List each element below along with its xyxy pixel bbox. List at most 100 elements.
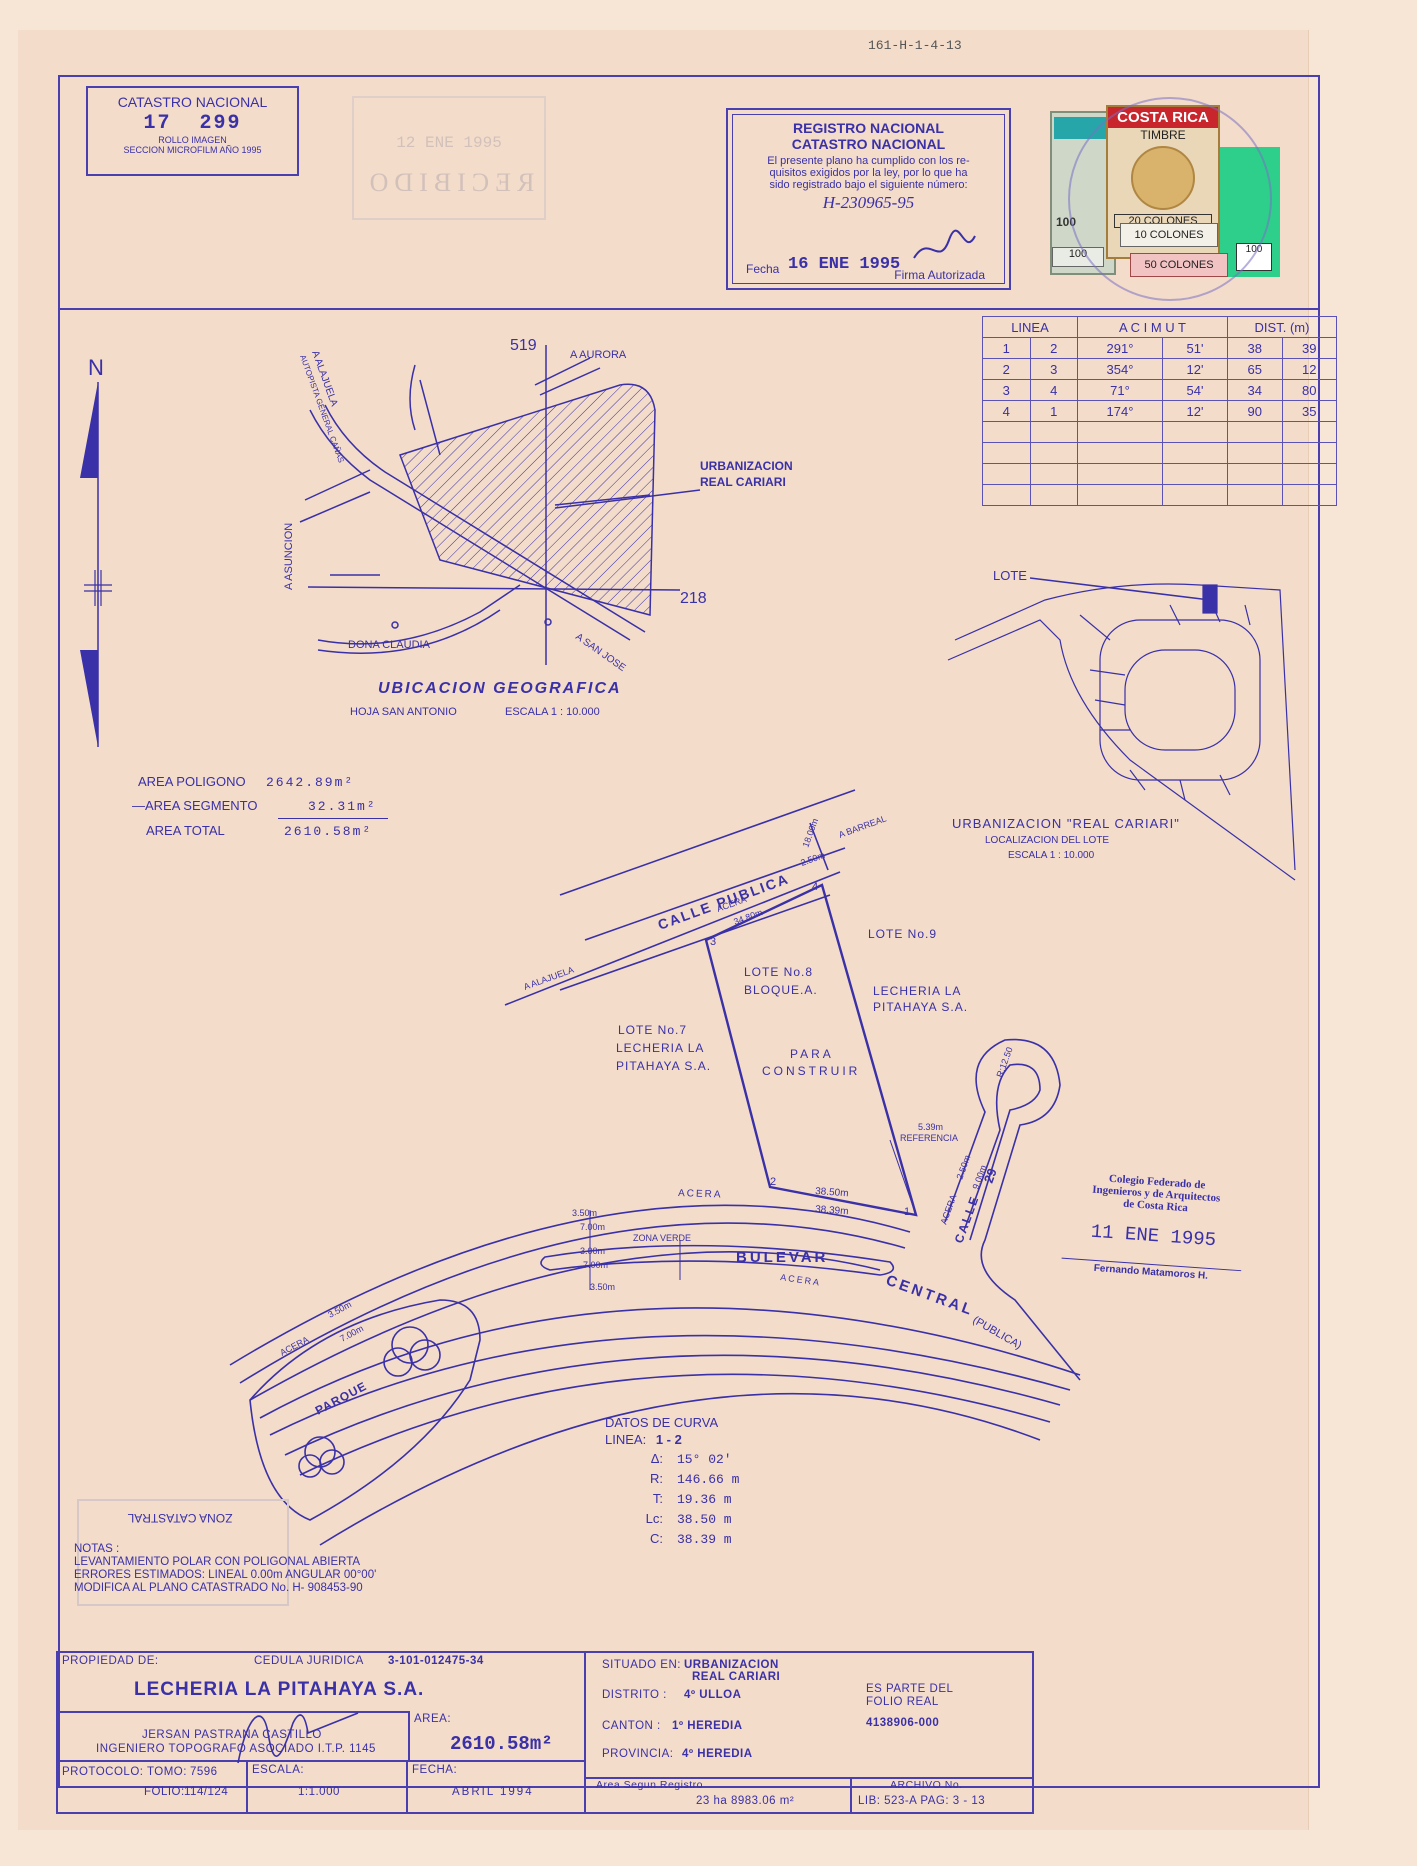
registro-fecha-label: Fecha xyxy=(746,262,780,276)
faded-zona-stamp xyxy=(77,1499,289,1606)
tb-owner: LECHERIA LA PITAHAYA S.A. xyxy=(134,1679,425,1700)
tb-archivo-label: ARCHIVO No. xyxy=(890,1779,963,1791)
w350-bottom: 3.50m xyxy=(590,1282,615,1292)
registro-body3: sido registrado bajo el siguiente número… xyxy=(769,179,968,191)
publica-label: (PUBLICA) xyxy=(971,1314,1024,1352)
w350-parque: 3.50m xyxy=(326,1299,353,1320)
course-row xyxy=(982,463,1337,485)
signature-scribble xyxy=(913,229,976,259)
notas-line3: MODIFICA AL PLANO CATASTRADO No. H- 9084… xyxy=(74,1582,363,1594)
curva-row: R:146.66 m xyxy=(633,1469,739,1489)
tb-cedula-label: CEDULA JURIDICA xyxy=(254,1655,364,1667)
central-label: CENTRAL xyxy=(884,1272,977,1320)
course-cell: 51' xyxy=(1162,337,1228,359)
tb-cedula-value: 3-101-012475-34 xyxy=(388,1655,484,1667)
catastro-number: 17 299 xyxy=(88,112,297,135)
course-cell: 39 xyxy=(1281,337,1337,359)
tb-folio-label: FOLIO: xyxy=(144,1786,185,1798)
area-segmento-label: —AREA SEGMENTO xyxy=(132,798,258,813)
notas-line1: LEVANTAMIENTO POLAR CON POLIGONAL ABIERT… xyxy=(74,1556,361,1568)
catastro-box: CATASTRO NACIONAL 17 299 ROLLO IMAGEN SE… xyxy=(86,86,299,176)
tb-situado: SITUADO EN: URBANIZACION REAL CARIARI DI… xyxy=(586,1653,1032,1779)
point-4: 4 xyxy=(812,881,818,893)
tb-escala-value: 1:1.000 xyxy=(298,1786,340,1798)
lote-map-label: LOTE xyxy=(993,568,1027,583)
stamps-cluster: 100 100 COSTA RICA TIMBRE 20 COLONES 10 … xyxy=(1050,97,1315,301)
lote-map-sub: LOCALIZACION DEL LOTE xyxy=(985,835,1109,846)
tb-escala: ESCALA: 1:1.000 xyxy=(248,1762,408,1812)
catastro-number-left: 17 xyxy=(143,112,172,135)
ubicacion-title: UBICACION GEOGRAFICA xyxy=(378,680,622,697)
location-map xyxy=(299,345,681,665)
w250-label: 2.50m xyxy=(799,850,826,868)
catastro-line1: ROLLO IMAGEN xyxy=(158,135,227,145)
lote7-line3: PITAHAYA S.A. xyxy=(616,1059,711,1073)
catastro-line2: SECCION MICROFILM AÑO 1995 xyxy=(123,145,262,155)
label-519: 519 xyxy=(510,337,537,354)
tb-distrito-value: 4º ULLOA xyxy=(684,1689,742,1701)
tb-folio-real: 4138906-000 xyxy=(866,1717,940,1729)
radius-label: R:12.50 xyxy=(994,1046,1014,1079)
tb-provincia-label: PROVINCIA: xyxy=(602,1748,674,1760)
w350-top: 3.50m xyxy=(572,1208,597,1218)
tb-engineer2: INGENIERO TOPOGRAFO ASOCIADO I.T.P. 1145 xyxy=(96,1743,376,1755)
label-real-cariari: REAL CARIARI xyxy=(700,475,786,489)
tb-archivo: ARCHIVO No. LIB: 523-A PAG: 3 - 13 xyxy=(852,1779,1032,1812)
curva-block: DATOS DE CURVA LINEA: 1 - 2 Δ:15° 02'R:1… xyxy=(605,1415,739,1549)
registro-body2: quisitos exigidos por la ley, por lo que… xyxy=(769,167,968,179)
tb-folio-value: 114/124 xyxy=(184,1786,229,1798)
notas-line2: ERRORES ESTIMADOS: LINEAL 0.00m ANGULAR … xyxy=(74,1569,377,1581)
registro-fecha-value: 16 ENE 1995 xyxy=(788,255,901,274)
registro-firma-label: Firma Autorizada xyxy=(894,268,985,282)
tb-registro: Area Segun Registro 23 ha 8983.06 m² xyxy=(586,1779,852,1812)
curva-value: 19.36 m xyxy=(677,1492,732,1507)
hoja-label: HOJA SAN ANTONIO xyxy=(350,706,457,718)
label-urbanizacion: URBANIZACION xyxy=(700,459,793,473)
area-poligono-value: 2642.89m² xyxy=(266,775,355,790)
tb-fecha-value: ABRIL 1994 xyxy=(452,1786,534,1798)
tb-fecha: FECHA: ABRIL 1994 xyxy=(408,1762,586,1812)
course-cell: 354° xyxy=(1077,358,1163,380)
tb-engineer1: JERSAN PASTRANA CASTILLO xyxy=(142,1729,322,1741)
zona-catastral-faded: ZONA CATASTRAL xyxy=(127,1511,232,1525)
area-total-label: AREA TOTAL xyxy=(146,823,225,838)
area-total-value: 2610.58m² xyxy=(284,824,373,839)
lote-map-escala: ESCALA 1 : 10.000 xyxy=(1008,850,1095,861)
curva-key: Lc: xyxy=(645,1511,663,1526)
calle29-label: 29 xyxy=(981,1166,1000,1185)
hoja-escala: ESCALA 1 : 10.000 xyxy=(505,706,600,718)
ref-dist: 5.39m xyxy=(918,1122,943,1132)
plan-frame xyxy=(58,75,1320,1788)
lote8-line3: PARA xyxy=(790,1047,834,1061)
lote7-line1: LOTE No.7 xyxy=(618,1023,687,1037)
faded-recibido-stamp: 12 ENE 1995 RECIBIDO xyxy=(352,96,546,220)
course-cell xyxy=(1162,484,1228,506)
notas-title: NOTAS : xyxy=(74,1543,120,1555)
label-asuncion: A ASUNCION xyxy=(283,523,295,590)
point-3: 3 xyxy=(710,936,716,948)
title-block: PROPIEDAD DE: CEDULA JURIDICA 3-101-0124… xyxy=(56,1651,1034,1814)
tb-area-value: 2610.58m² xyxy=(450,1733,553,1755)
curva-linea: LINEA: 1 - 2 xyxy=(605,1432,739,1447)
engineer-signature-icon xyxy=(237,1712,359,1764)
tb-area-label: AREA: xyxy=(414,1713,452,1725)
curva-key: Δ: xyxy=(650,1451,663,1466)
colegio-stamp: Colegio Federado de Ingenieros y de Arqu… xyxy=(1060,1170,1248,1286)
area-segmento-row: —AREA SEGMENTO 32.31m² xyxy=(132,794,388,818)
area-segmento-value: 32.31m² xyxy=(308,799,377,814)
course-row xyxy=(982,484,1337,506)
label-aurora: A AURORA xyxy=(570,349,627,361)
acera-bul-label: ACERA xyxy=(678,1188,723,1201)
round-cancel-stamp xyxy=(1068,97,1272,301)
tb-registro-value: 23 ha 8983.06 m² xyxy=(696,1795,795,1807)
lech-line1: LECHERIA LA xyxy=(873,984,961,998)
tb-area: AREA: 2610.58m² xyxy=(408,1711,586,1762)
tb-propiedad: PROPIEDAD DE: CEDULA JURIDICA 3-101-0124… xyxy=(58,1653,586,1764)
tb-registro-label: Area Segun Registro xyxy=(596,1779,703,1791)
curva-key: R: xyxy=(650,1471,663,1486)
